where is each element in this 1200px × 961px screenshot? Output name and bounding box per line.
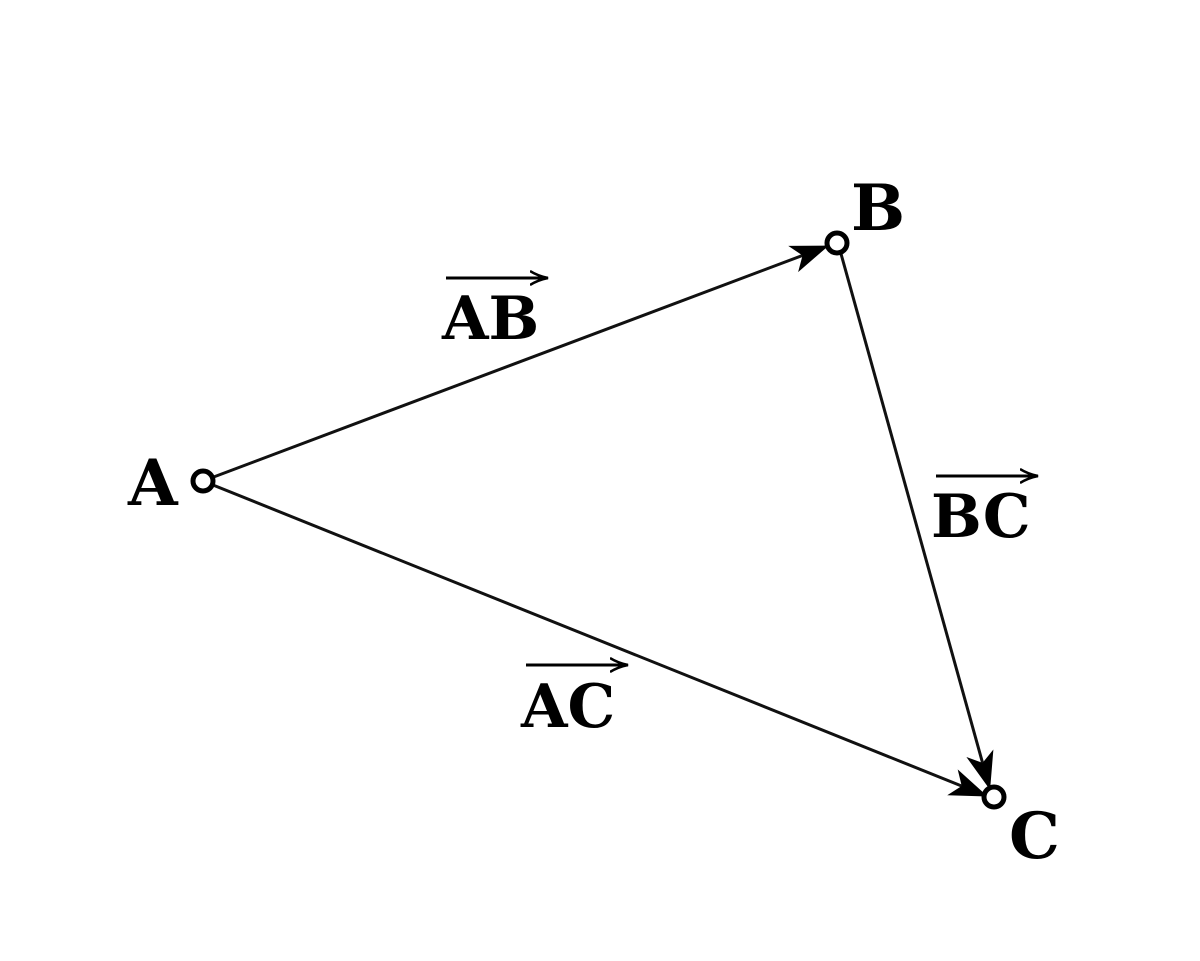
vector-ab-arrow: [202, 245, 829, 483]
point-c-marker: [981, 784, 1007, 810]
vector-ab-label-group: AB: [441, 278, 548, 354]
vector-bc-arrow: [836, 242, 994, 790]
point-a-marker: [190, 468, 216, 494]
point-c-label: C: [1009, 799, 1060, 874]
vector-ab-label: AB: [441, 284, 539, 354]
vector-ac-arrow: [202, 479, 988, 797]
point-b-label: B: [851, 171, 905, 246]
point-b-marker: [824, 230, 850, 256]
point-a-label: A: [127, 446, 179, 521]
vector-ac-label: AC: [520, 672, 615, 742]
vector-ac-label-group: AC: [520, 665, 628, 742]
vector-bc-label: BC: [931, 482, 1031, 552]
vector-bc-label-group: BC: [931, 476, 1038, 552]
